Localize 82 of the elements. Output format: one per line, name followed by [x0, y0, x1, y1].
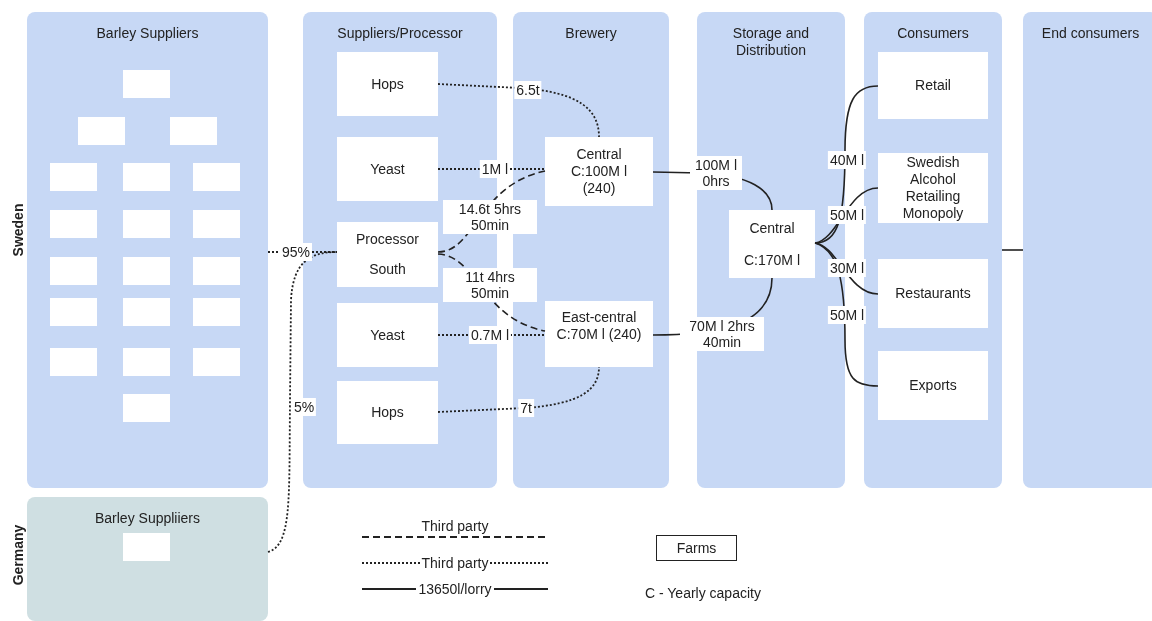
- farm-box: [123, 348, 170, 376]
- legend-label: Third party: [419, 555, 491, 571]
- connector: [437, 366, 600, 413]
- edge-label: 5%: [291, 398, 317, 416]
- box-label: Hops: [371, 75, 404, 93]
- lane-title: Barley Suppliers: [95, 25, 200, 42]
- edge-label: 11t 4hrs 50min: [443, 268, 537, 302]
- edge-label: 7t: [518, 399, 534, 417]
- swimlane: [864, 12, 1002, 488]
- lane-title: Barley Suppliiers: [93, 510, 202, 527]
- edge-label: 50M l: [827, 206, 867, 224]
- farm-box: [123, 163, 170, 191]
- farm-box: [50, 348, 97, 376]
- farm-box: [193, 163, 240, 191]
- edge-label: 100M l 0hrs: [690, 156, 742, 190]
- lane-title: Consumers: [896, 25, 970, 42]
- connector: [267, 251, 338, 553]
- box-label: Central: [749, 219, 795, 237]
- process-box: [337, 303, 438, 367]
- box-label: Yeast: [370, 160, 405, 178]
- swimlane: [27, 12, 268, 488]
- edge-label: 6.5t: [514, 81, 542, 99]
- country-label: Germany: [10, 524, 26, 586]
- farm-box: [123, 257, 170, 285]
- farm-box: [50, 298, 97, 326]
- note-text: C - Yearly capacity: [645, 585, 761, 601]
- box-label: C:170M l: [744, 251, 800, 269]
- farm-box: [123, 533, 170, 561]
- edge-label: 70M l 2hrs 40min: [680, 317, 764, 351]
- farm-box: [193, 348, 240, 376]
- farm-box: [170, 117, 217, 145]
- farm-box: [50, 257, 97, 285]
- country-label: Sweden: [10, 203, 26, 257]
- box-label: Retail: [915, 77, 951, 94]
- process-box: [337, 222, 438, 287]
- edge-label: 40M l: [827, 151, 867, 169]
- process-box: [878, 259, 988, 328]
- edge-label: 30M l: [827, 259, 867, 277]
- lane-title: Brewery: [564, 25, 618, 42]
- process-box: [545, 137, 653, 206]
- farm-box: [193, 210, 240, 238]
- process-box: [337, 52, 438, 116]
- box-label: Yeast: [370, 326, 405, 344]
- process-box: [878, 153, 988, 223]
- process-box: [337, 381, 438, 444]
- legend-sample: Farms: [656, 535, 737, 561]
- process-box: [878, 52, 988, 119]
- process-box: [545, 301, 653, 367]
- edge-label: 0.7M l: [468, 326, 512, 344]
- box-label: Processor: [356, 230, 419, 248]
- box-label: Exports: [909, 377, 957, 394]
- process-box: [337, 137, 438, 201]
- box-label: Central C:100M l (240): [570, 146, 628, 197]
- lane-title: Storage and Distribution: [731, 25, 811, 59]
- process-box: [878, 351, 988, 420]
- farm-box: [123, 210, 170, 238]
- edge-label: 50M l: [827, 306, 867, 324]
- lane-title: Suppliers/Processor: [336, 25, 464, 42]
- legend-label: Third party: [420, 518, 490, 534]
- process-box: [729, 210, 815, 278]
- connector: [1001, 249, 1024, 251]
- farm-box: [78, 117, 125, 145]
- box-label: East-central C:70M l (240): [555, 309, 643, 343]
- edge-label: 95%: [280, 243, 312, 261]
- farm-box: [193, 257, 240, 285]
- box-label: Hops: [371, 404, 404, 421]
- farm-box: [123, 298, 170, 326]
- swimlane: [27, 497, 268, 621]
- edge-label: 1M l: [479, 160, 511, 178]
- farm-box: [50, 210, 97, 238]
- connector: [437, 83, 600, 138]
- edge-label: 14.6t 5hrs 50min: [443, 200, 537, 234]
- lane-title: End consumers: [1040, 25, 1141, 42]
- box-label: South: [369, 261, 406, 279]
- box-label: Restaurants: [895, 285, 971, 302]
- farm-box: [193, 298, 240, 326]
- box-label: Swedish Alcohol Retailing Monopoly: [901, 154, 965, 222]
- swimlane: [1023, 12, 1152, 488]
- farm-box: [123, 394, 170, 422]
- legend-label: 13650l/lorry: [416, 581, 494, 597]
- farm-box: [123, 70, 170, 98]
- farm-box: [50, 163, 97, 191]
